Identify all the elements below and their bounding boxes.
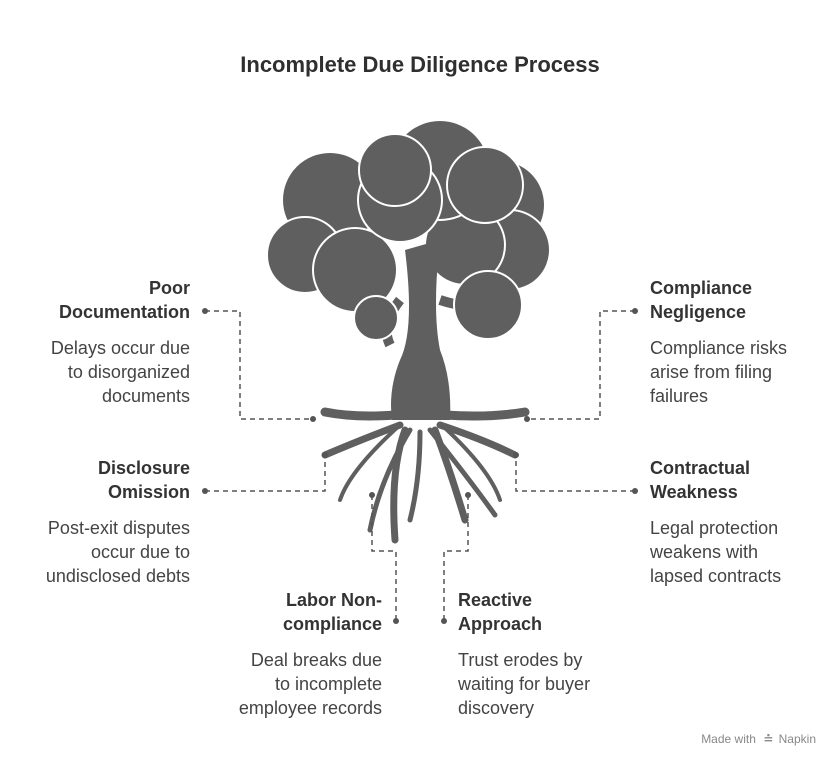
connector-dot [393,618,399,624]
connector-dot [202,488,208,494]
connector-dot [322,452,328,458]
connector-dot [465,492,471,498]
item-description-disclosure-omission: Post-exit disputes occur due to undisclo… [45,518,190,586]
connector-labor-noncompliance [371,495,397,621]
footer-attribution: Made with ≐ Napkin [701,732,816,746]
item-heading-poor-documentation: Poor Documentation [58,278,190,322]
connector-dot [202,308,208,314]
item-heading-disclosure-omission: Disclosure Omission [97,458,190,502]
connector-dot [632,488,638,494]
item-description-poor-documentation: Delays occur due to disorganized documen… [50,338,190,406]
diagram-title: Incomplete Due Diligence Process [240,52,600,77]
item-heading-labor-noncompliance: Labor Non- compliance [282,590,382,634]
tree-roots [320,407,530,544]
canopy-cluster [453,270,523,340]
item-description-labor-noncompliance: Deal breaks due to incomplete employee r… [238,650,382,718]
canopy-cluster [446,146,524,224]
item-heading-compliance-negligence: Compliance Negligence [650,278,753,322]
footer-made-with: Made with [701,732,756,746]
canopy-cluster [358,133,432,207]
connector-dot [524,416,530,422]
connector-dot [369,492,375,498]
connectors [205,310,635,621]
connector-endpoints [202,308,638,624]
footer-brand: Napkin [778,732,816,746]
connector-dot [632,308,638,314]
canopy-cluster [353,295,399,341]
connector-dot [441,618,447,624]
item-description-contractual-weakness: Legal protection weakens with lapsed con… [650,518,782,586]
item-heading-reactive-approach: Reactive Approach [458,590,543,634]
connector-poor-documentation [205,310,313,420]
item-description-reactive-approach: Trust erodes by waiting for buyer discov… [458,650,591,718]
item-heading-contractual-weakness: Contractual Weakness [650,458,751,502]
tree-illustration [266,119,551,544]
connector-disclosure-omission [205,455,326,492]
connector-dot [310,416,316,422]
item-description-compliance-negligence: Compliance risks arise from filing failu… [650,338,788,406]
connector-compliance-negligence [527,310,635,420]
connector-dot [513,452,519,458]
connector-reactive-approach [443,495,469,621]
connector-contractual-weakness [515,455,635,492]
tree-trunk [391,240,451,420]
napkin-logo-icon: ≐ [763,732,774,746]
